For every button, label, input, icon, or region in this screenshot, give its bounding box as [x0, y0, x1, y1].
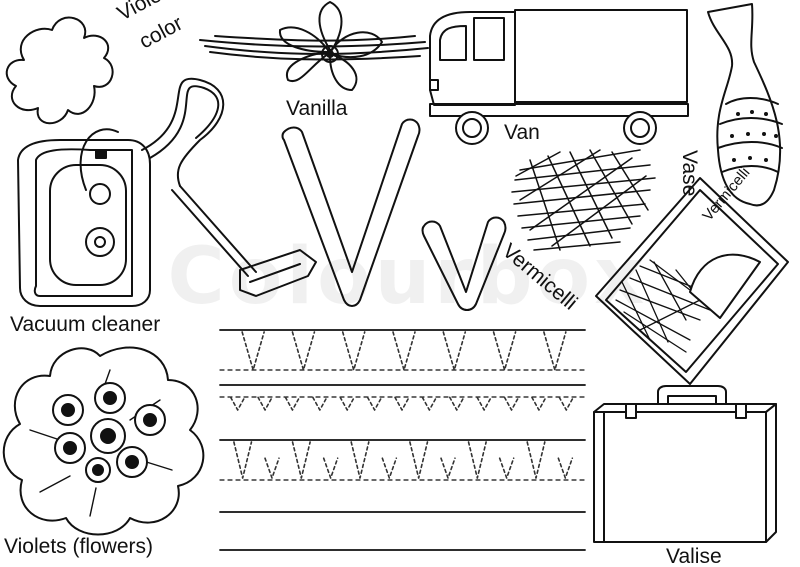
tracing-letter-v	[394, 396, 410, 411]
tracing-letter-v	[229, 396, 246, 411]
tracing-letter-v	[498, 457, 515, 479]
label-vanilla: Vanilla	[286, 97, 348, 120]
tracing-letter-V	[526, 441, 546, 479]
letter-v-lowercase	[421, 216, 507, 311]
tracing-letter-V	[543, 331, 567, 371]
letter-V-uppercase	[281, 118, 421, 307]
tracing-letter-V	[492, 331, 517, 371]
tracing-letter-v	[558, 396, 575, 411]
tracing-letter-V	[233, 441, 253, 479]
vermicelli-pile-icon	[511, 149, 656, 251]
tracing-letter-v	[312, 396, 328, 411]
tracing-letter-v	[503, 396, 520, 411]
tracing-letter-V	[467, 441, 487, 479]
tracing-letter-V	[341, 331, 366, 371]
tracing-letter-v	[557, 457, 574, 479]
valise-icon	[593, 385, 777, 543]
tracing-letter-V	[291, 441, 311, 479]
vermicelli-package-icon	[595, 177, 789, 385]
tracing-letter-v	[476, 396, 492, 411]
label-vacuum-cleaner: Vacuum cleaner	[10, 313, 161, 336]
tracing-letter-v	[440, 457, 456, 479]
tracing-letter-v	[421, 396, 438, 411]
vase-icon	[707, 3, 783, 207]
violet-color-splash-icon	[5, 16, 114, 125]
vanilla-flower-icon	[199, 1, 429, 91]
tracing-letter-V	[409, 441, 429, 479]
tracing-letter-V	[442, 331, 467, 371]
tracing-letter-v	[284, 396, 301, 411]
tracing-letter-v	[381, 457, 398, 479]
tracing-letter-v	[339, 396, 356, 411]
tracing-letter-v	[322, 457, 339, 479]
tracing-letters	[229, 331, 575, 479]
tracing-letter-v	[531, 396, 547, 411]
tracing-letter-V	[392, 331, 416, 371]
tracing-letter-V	[350, 441, 370, 479]
vacuum-cleaner-icon	[17, 77, 317, 307]
label-vase: Vase	[678, 150, 701, 197]
label-violets-flowers: Violets (flowers)	[4, 535, 153, 558]
tracing-guidelines	[219, 329, 586, 551]
tracing-letter-v	[448, 396, 465, 411]
tracing-letter-V	[291, 331, 316, 371]
tracing-letter-v	[257, 396, 273, 411]
tracing-letter-v	[264, 457, 280, 479]
label-valise: Valise	[666, 545, 722, 567]
van-icon	[429, 9, 689, 145]
tracing-letter-V	[241, 331, 265, 371]
label-van: Van	[504, 121, 540, 144]
violets-flowers-icon	[2, 346, 205, 536]
tracing-letter-v	[366, 396, 383, 411]
